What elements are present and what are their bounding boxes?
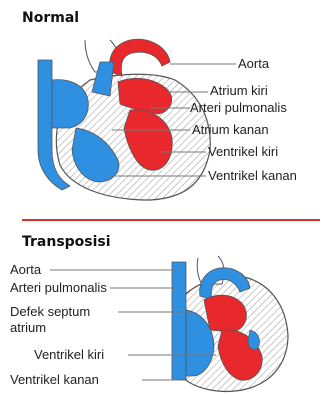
normal-label-arteri-pulmonalis: Arteri pulmonalis xyxy=(190,101,287,115)
transposition-title: Transposisi xyxy=(22,234,111,250)
transposition-label-atrium: atrium xyxy=(10,321,46,335)
transposition-label-aorta: Aorta xyxy=(10,263,41,277)
normal-heart-illustration xyxy=(38,39,236,200)
normal-label-atrium-kiri: Atrium kiri xyxy=(210,84,268,98)
transposition-label-ventrikel-kanan: Ventrikel kanan xyxy=(10,373,99,387)
normal-title: Normal xyxy=(22,10,79,26)
normal-label-atrium-kanan: Atrium kanan xyxy=(192,123,269,137)
transposition-aorta xyxy=(172,262,186,380)
transposition-label-arteri-pulmonalis: Arteri pulmonalis xyxy=(10,281,107,295)
normal-label-aorta: Aorta xyxy=(238,57,269,71)
normal-label-ventrikel-kiri: Ventrikel kiri xyxy=(208,145,278,159)
transposition-label-defek-septum: Defek septum xyxy=(10,305,90,319)
normal-label-ventrikel-kanan: Ventrikel kanan xyxy=(208,169,297,183)
normal-aorta-arch xyxy=(110,39,170,76)
transposition-label-ventrikel-kiri: Ventrikel kiri xyxy=(34,348,104,362)
